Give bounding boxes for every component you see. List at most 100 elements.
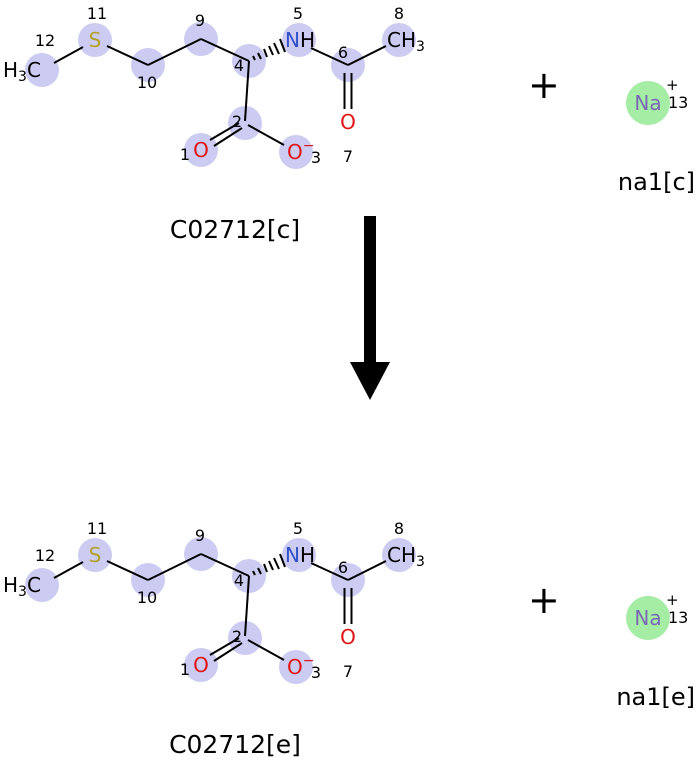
- atom-highlight-o3: [279, 135, 313, 169]
- atom-number-11: 11: [87, 4, 107, 23]
- bond-c12-s11: [53, 561, 84, 579]
- bond-s11-c10: [106, 560, 149, 581]
- double-bond-c2-o1: [209, 122, 240, 141]
- molecule-structure: H3C S NH CH3 O O− O 1 2 3 4 5 6 7 8 9 10…: [3, 519, 425, 684]
- atom-highlight-c12: [25, 53, 59, 87]
- atom-number-6: 6: [338, 558, 348, 577]
- atom-label-s: S: [89, 543, 102, 567]
- atom-number-5: 5: [293, 4, 303, 23]
- atom-highlight-n5: [282, 538, 316, 572]
- sodium-highlight-circle: [626, 596, 670, 640]
- atom-label-h3c: H3C: [3, 58, 41, 85]
- bond-c2-o3: [247, 639, 285, 661]
- bond-c10-c9: [147, 553, 202, 581]
- sodium-symbol: Na: [634, 91, 662, 115]
- atom-number-1: 1: [180, 145, 190, 164]
- atom-highlight-c8: [382, 23, 416, 57]
- sodium-highlight-circle: [626, 81, 670, 125]
- bond-c9-c4: [200, 553, 250, 577]
- stereo-wedge-tick: [252, 55, 256, 61]
- bond-group: [53, 553, 387, 662]
- sodium-charge: +: [666, 76, 679, 94]
- product-compound-label: C02712[e]: [169, 730, 301, 759]
- stereo-wedge-tick: [257, 567, 262, 575]
- product-structure: H3C S NH CH3 O O− O 1 2 3 4 5 6 7 8 9 10…: [0, 517, 460, 689]
- sodium-ion: Na + 13: [626, 76, 697, 125]
- molecule-structure: H3C S NH CH3 O O− O 1 2 3 4 5 6 7 8 9 10…: [3, 4, 425, 169]
- atom-number-9: 9: [195, 526, 205, 545]
- atom-number-12: 12: [35, 546, 55, 565]
- bond-group: [53, 38, 387, 147]
- stereo-wedge-tick: [273, 557, 280, 570]
- atom-label-o3: O−: [287, 138, 314, 164]
- bond-c4-c2: [244, 575, 250, 637]
- bond-c4-c2: [244, 60, 250, 122]
- atom-number-8: 8: [394, 4, 404, 23]
- atom-label-o1: O: [193, 653, 209, 677]
- stereo-wedge-tick: [279, 553, 286, 568]
- atom-highlight-group: [25, 22, 416, 169]
- bond-n5-c6: [310, 562, 349, 581]
- stereo-wedge-tick: [268, 45, 274, 56]
- atom-label-h3c: H3C: [3, 573, 41, 600]
- atom-number-13: 13: [668, 608, 689, 627]
- plus-sign: +: [528, 63, 560, 107]
- atom-label-ch3: CH3: [387, 543, 425, 570]
- atom-highlight-c8: [382, 538, 416, 572]
- atom-highlight-o3: [279, 650, 313, 684]
- double-bond-c2-o1: [209, 637, 240, 656]
- bond-s11-c10: [106, 45, 149, 66]
- product-ion-label: na1[e]: [616, 683, 695, 711]
- stereo-wedge-tick: [257, 52, 262, 60]
- atom-number-7: 7: [343, 662, 353, 681]
- atom-number-13: 13: [668, 93, 689, 112]
- atom-label-nh: NH: [285, 543, 315, 567]
- stereo-wedge-tick: [263, 48, 268, 58]
- bond-c2-o3: [247, 124, 285, 146]
- atom-number-2: 2: [232, 112, 242, 131]
- reaction-arrow: [350, 216, 390, 400]
- stereo-wedge-tick: [263, 563, 268, 573]
- sodium-ion: Na + 13: [626, 591, 697, 640]
- atom-highlight-n5: [282, 23, 316, 57]
- atom-number-5: 5: [293, 519, 303, 538]
- atom-label-s: S: [89, 28, 102, 52]
- atom-highlight-s11: [78, 23, 112, 57]
- atom-highlight-o1: [184, 648, 218, 682]
- atom-number-11: 11: [87, 519, 107, 538]
- stereo-wedge-tick: [252, 570, 256, 576]
- atom-label-o1: O: [193, 138, 209, 162]
- bond-c6-c8: [347, 560, 387, 581]
- atom-number-1: 1: [180, 660, 190, 679]
- plus-sign: +: [528, 578, 560, 622]
- arrow-head: [350, 362, 390, 400]
- reactant-ion-label: na1[c]: [617, 168, 695, 196]
- atom-highlight-c12: [25, 568, 59, 602]
- reactant-compound-label: C02712[c]: [169, 215, 301, 244]
- stereo-wedge-tick: [273, 42, 280, 55]
- sodium-symbol: Na: [634, 606, 662, 630]
- atom-label-ch3: CH3: [387, 28, 425, 55]
- atom-number-9: 9: [195, 11, 205, 30]
- atom-highlight-o1: [184, 133, 218, 167]
- atom-number-4: 4: [234, 571, 244, 590]
- atom-number-6: 6: [338, 43, 348, 62]
- bond-c10-c9: [147, 38, 202, 66]
- arrow-shaft: [364, 216, 376, 364]
- bond-c9-c4: [200, 38, 250, 62]
- atom-highlight-group: [25, 537, 416, 684]
- atom-number-3: 3: [311, 148, 321, 167]
- atom-number-2: 2: [232, 627, 242, 646]
- atom-label-o7: O: [340, 110, 356, 134]
- atom-number-12: 12: [35, 31, 55, 50]
- atom-number-10: 10: [137, 73, 157, 92]
- atom-label-nh: NH: [285, 28, 315, 52]
- stereo-hash-wedge-c4-n5: [252, 38, 286, 61]
- atom-number-4: 4: [234, 56, 244, 75]
- sodium-charge: +: [666, 591, 679, 609]
- atom-number-10: 10: [137, 588, 157, 607]
- stereo-hash-wedge-c4-n5: [252, 553, 286, 576]
- atom-label-o7: O: [340, 625, 356, 649]
- bond-c12-s11: [53, 46, 84, 64]
